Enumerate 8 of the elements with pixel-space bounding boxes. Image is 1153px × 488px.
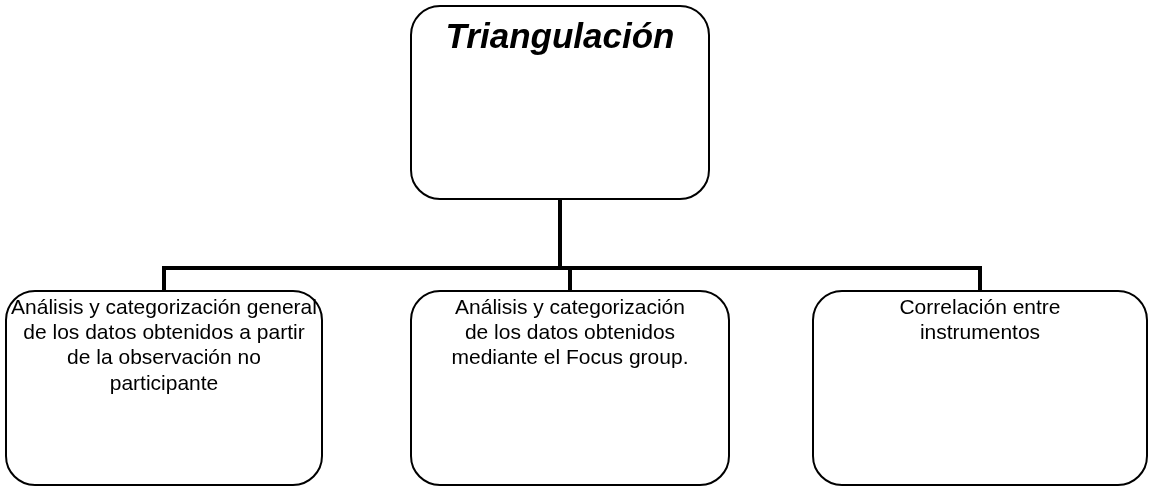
box-text: Análisis y categorización de los datos obtenidos mediante el Focus group.: [450, 294, 690, 370]
rounded-box: [812, 290, 1148, 486]
title-text: Triangulación: [445, 15, 675, 57]
rounded-box: [410, 5, 710, 200]
rounded-box: [5, 290, 323, 486]
box-text: Análisis y categorización general de los datos obtenidos a partir de la observación no participante: [11, 294, 317, 395]
box-text: Correlación entre instrumentos: [898, 294, 1062, 345]
rounded-box: [410, 290, 730, 486]
